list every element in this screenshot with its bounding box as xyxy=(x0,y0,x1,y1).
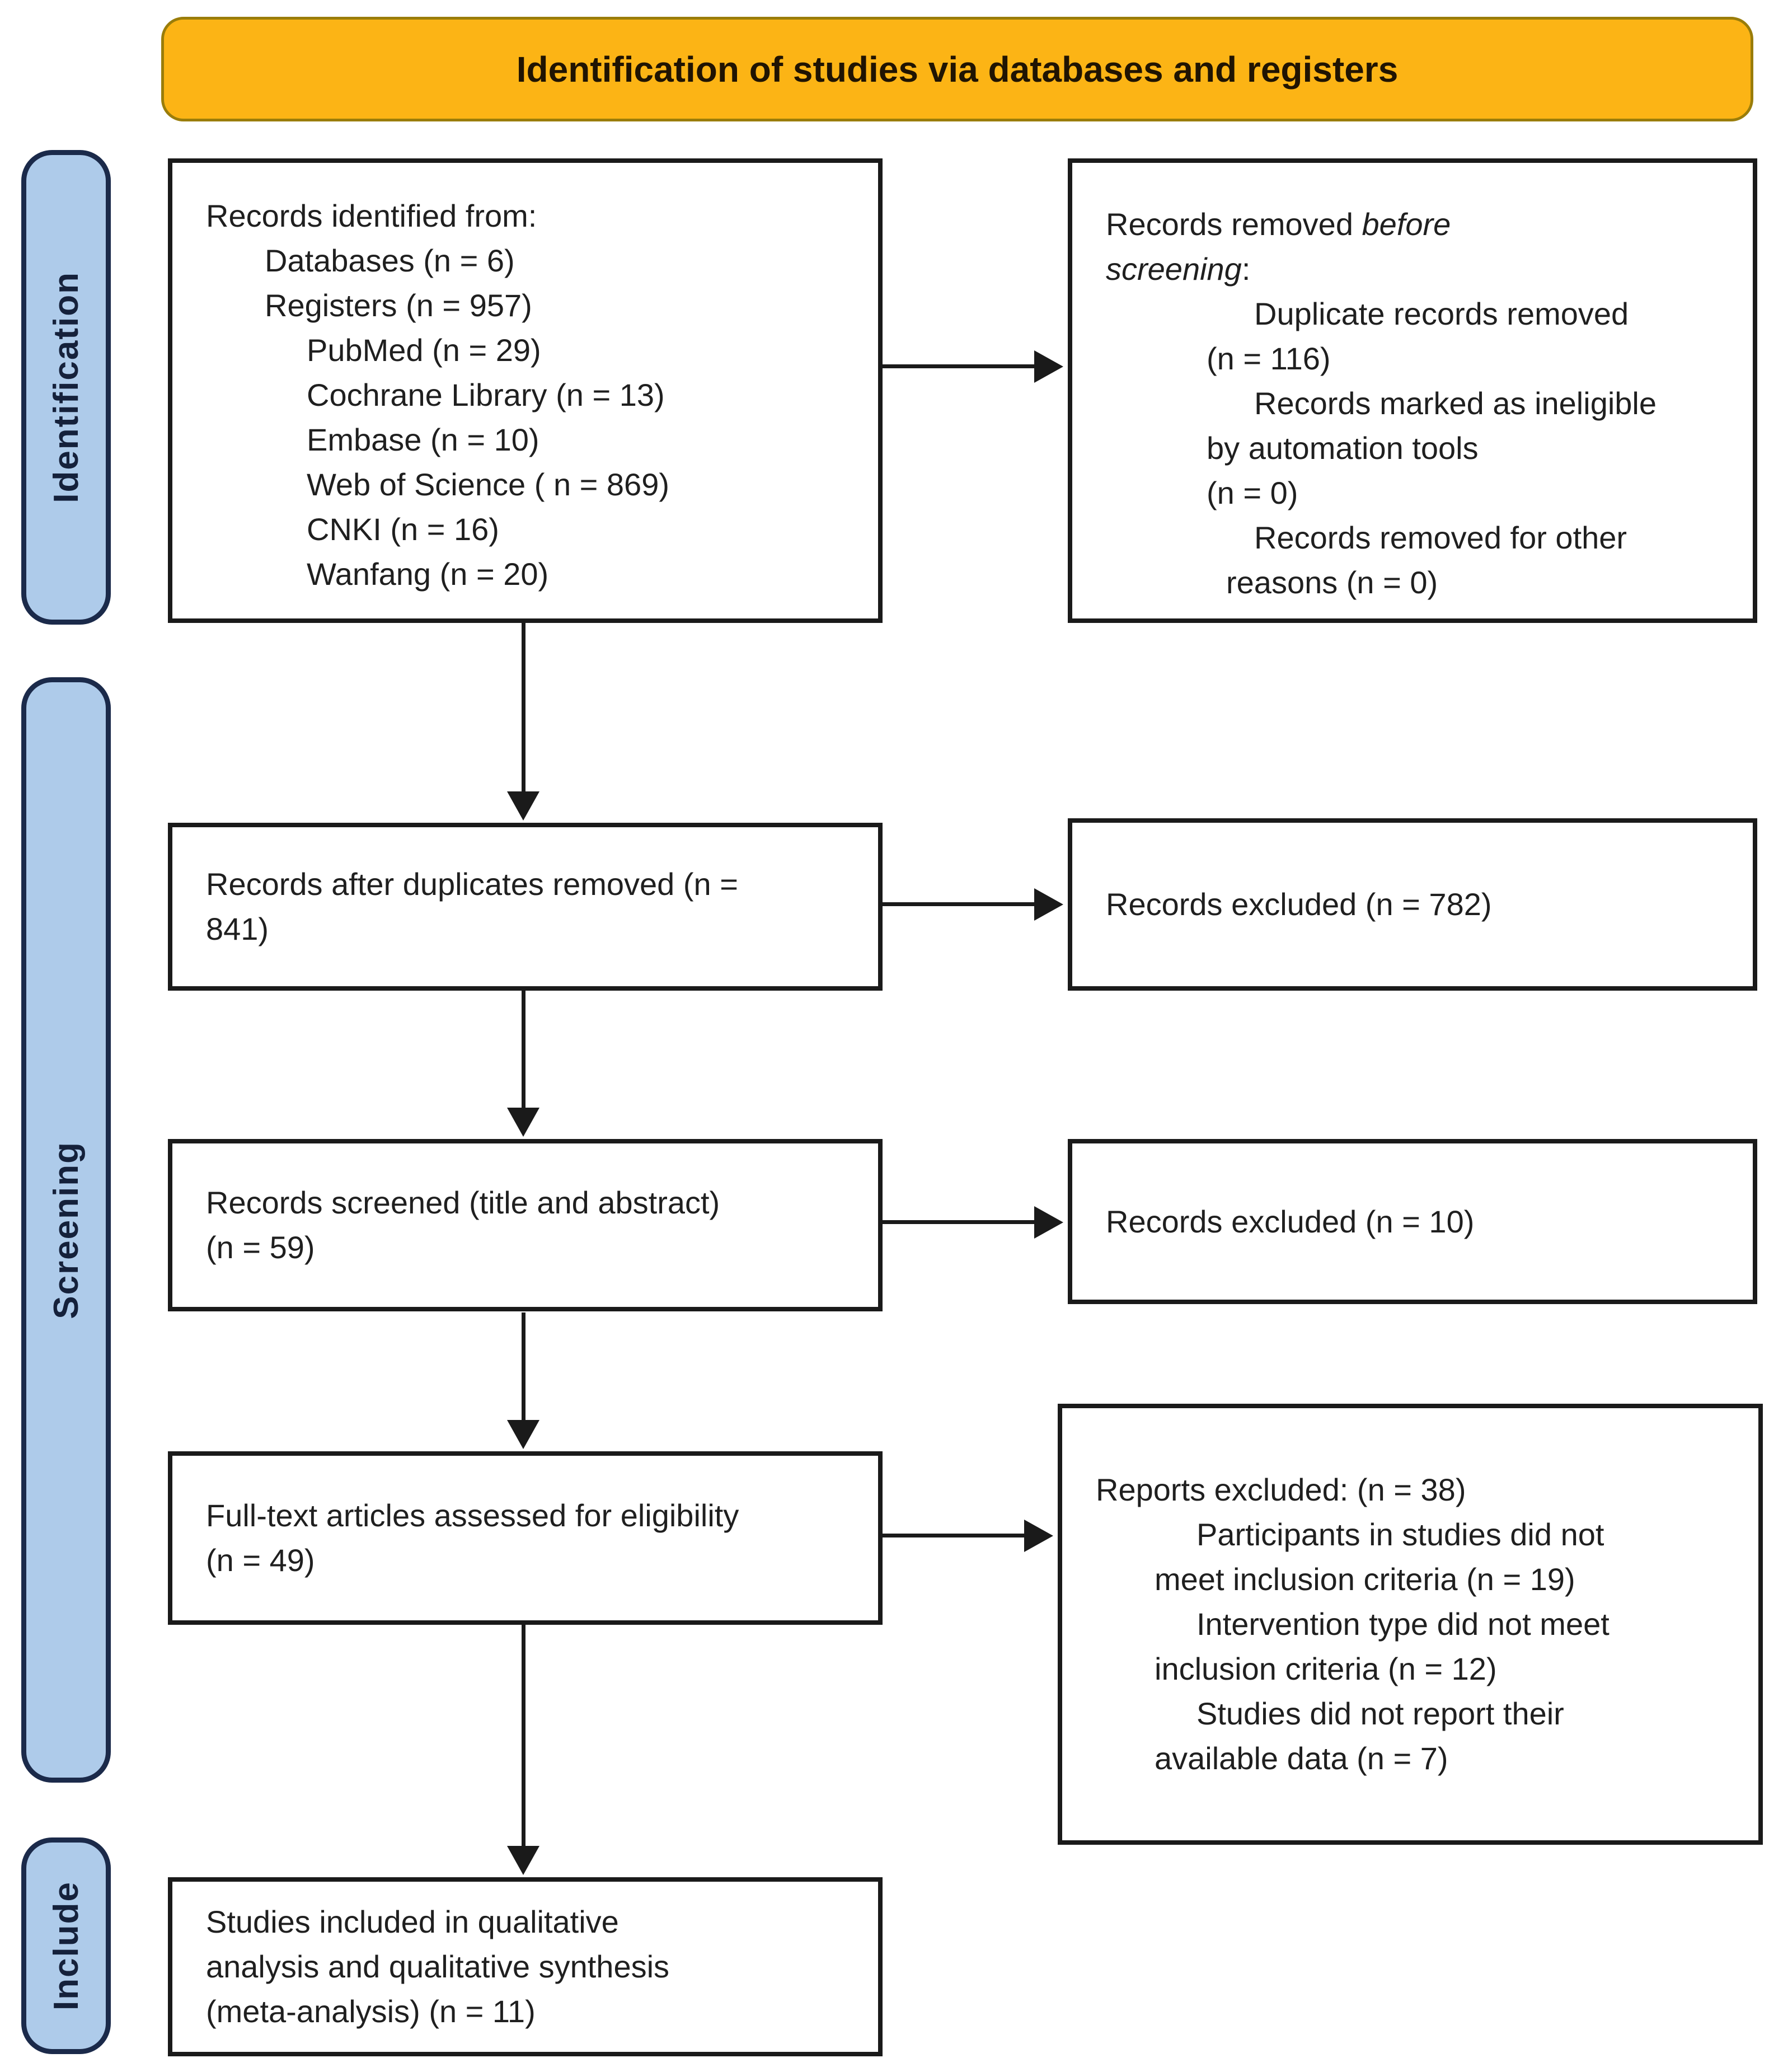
text-line: Embase (n = 10) xyxy=(307,422,539,457)
text-line: available data (n = 7) xyxy=(1155,1741,1448,1776)
text-line: (n = 59) xyxy=(206,1230,315,1265)
text-line: Web of Science ( n = 869) xyxy=(307,467,669,502)
stage-label-screening: Screening xyxy=(21,677,111,1783)
arrow-fulltext-to-included-head xyxy=(507,1846,539,1875)
box-records-screened: Records screened (title and abstract) (n… xyxy=(168,1139,883,1311)
text-line: Records excluded (n = 782) xyxy=(1106,887,1492,922)
arrow-screened-to-excluded10-head xyxy=(1034,1206,1063,1239)
arrow-afterdup-to-screened-head xyxy=(507,1108,539,1137)
arrow-screened-to-fulltext-head xyxy=(507,1420,539,1449)
text-line: (n = 49) xyxy=(206,1543,315,1578)
text-line: (meta-analysis) (n = 11) xyxy=(206,1994,536,2029)
text-line: Studies included in qualitative xyxy=(206,1904,619,1939)
text-line: meet inclusion criteria (n = 19) xyxy=(1155,1562,1575,1597)
text-line: by automation tools xyxy=(1207,430,1479,466)
stage-label-include-text: Include xyxy=(46,1881,86,2011)
box-studies-included: Studies included in qualitative analysis… xyxy=(168,1877,883,2056)
box-records-after-duplicates-removed: Records after duplicates removed (n = 84… xyxy=(168,823,883,991)
text-line: Databases (n = 6) xyxy=(265,243,515,278)
text-line: Cochrane Library (n = 13) xyxy=(307,377,665,412)
arrow-identified-to-afterdup-head xyxy=(507,791,539,821)
text-line: Reports excluded: (n = 38) xyxy=(1096,1472,1466,1507)
arrow-screened-to-fulltext-line xyxy=(522,1312,525,1420)
stage-label-screening-text: Screening xyxy=(46,1141,86,1319)
stage-label-identification-text: Identification xyxy=(46,271,86,503)
arrow-afterdup-to-excluded782-head xyxy=(1034,888,1063,921)
arrow-fulltext-to-reports-head xyxy=(1024,1520,1053,1552)
text-line: Intervention type did not meet xyxy=(1196,1606,1610,1642)
text-line: Records screened (title and abstract) xyxy=(206,1185,720,1220)
text-line: inclusion criteria (n = 12) xyxy=(1155,1651,1497,1686)
arrow-fulltext-to-reports-line xyxy=(883,1534,1024,1537)
text-line: analysis and qualitative synthesis xyxy=(206,1949,670,1984)
box-reports-excluded: Reports excluded: (n = 38) Participants … xyxy=(1058,1404,1763,1845)
text-line: Records excluded (n = 10) xyxy=(1106,1203,1475,1239)
text-line: PubMed (n = 29) xyxy=(307,332,541,368)
box-records-excluded-10: Records excluded (n = 10) xyxy=(1068,1139,1757,1304)
text-line: Studies did not report their xyxy=(1196,1696,1564,1731)
text-line: Records after duplicates removed (n = xyxy=(206,866,738,902)
arrow-screened-to-excluded10-line xyxy=(883,1220,1034,1224)
stage-label-identification: Identification xyxy=(21,150,111,625)
arrow-afterdup-to-excluded782-line xyxy=(883,902,1034,906)
text-line: Participants in studies did not xyxy=(1196,1517,1604,1552)
arrow-identified-to-removed-head xyxy=(1034,350,1063,383)
stage-label-include: Include xyxy=(21,1837,111,2054)
box-records-removed-before-screening: Records removed before screening: Duplic… xyxy=(1068,158,1757,623)
arrow-identified-to-afterdup-line xyxy=(522,623,525,791)
banner-title: Identification of studies via databases … xyxy=(161,17,1753,121)
arrow-afterdup-to-screened-line xyxy=(522,991,525,1108)
text-line: 841) xyxy=(206,911,269,946)
arrow-fulltext-to-included-line xyxy=(522,1625,525,1846)
text-line: Records removed before xyxy=(1106,207,1451,242)
box-records-identified: Records identified from: Databases (n = … xyxy=(168,158,883,623)
box-fulltext-assessed: Full-text articles assessed for eligibil… xyxy=(168,1451,883,1625)
text-line: Full-text articles assessed for eligibil… xyxy=(206,1498,739,1533)
box-records-excluded-782: Records excluded (n = 782) xyxy=(1068,818,1757,991)
text-line: Records marked as ineligible xyxy=(1254,386,1657,421)
text-line: CNKI (n = 16) xyxy=(307,512,499,547)
text-line: Duplicate records removed xyxy=(1254,296,1629,331)
text-line: screening: xyxy=(1106,251,1251,287)
text-line: Records identified from: xyxy=(206,198,537,233)
text-line: Wanfang (n = 20) xyxy=(307,556,549,592)
text-line: Records removed for other xyxy=(1254,520,1627,555)
arrow-identified-to-removed-line xyxy=(883,364,1034,368)
text-line: (n = 0) xyxy=(1207,475,1298,510)
text-line: Registers (n = 957) xyxy=(265,288,532,323)
text-line: (n = 116) xyxy=(1207,341,1331,376)
text-line: reasons (n = 0) xyxy=(1226,565,1438,600)
